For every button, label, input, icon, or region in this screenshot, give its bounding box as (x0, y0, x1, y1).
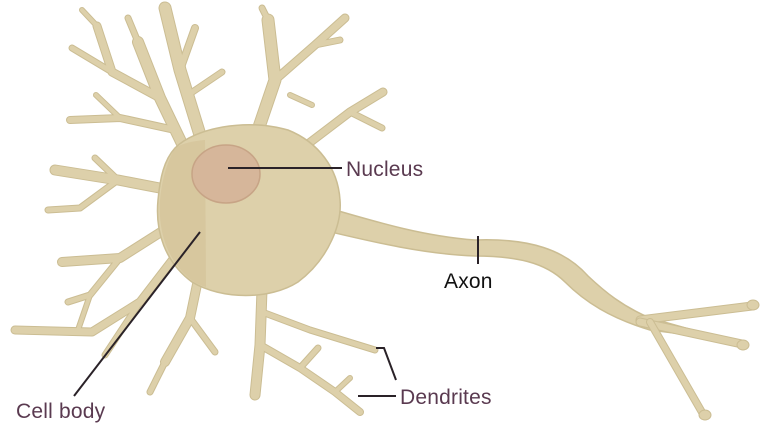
nucleus-label: Nucleus (346, 158, 423, 181)
dendrites-leader-line-upper (376, 348, 396, 380)
nucleus (192, 145, 260, 203)
cell-body-label: Cell body (16, 400, 106, 423)
axon-label: Axon (444, 270, 493, 293)
axon (314, 205, 759, 420)
dendrites-label: Dendrites (400, 386, 492, 409)
